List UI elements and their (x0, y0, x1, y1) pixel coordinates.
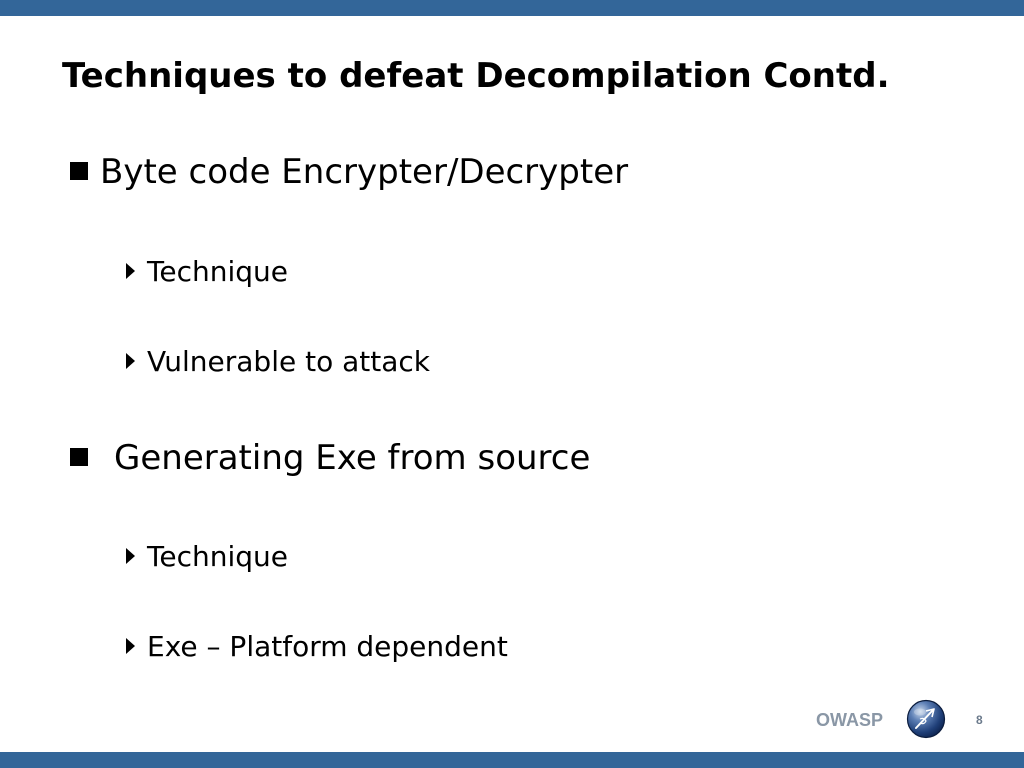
triangle-bullet-icon (126, 353, 135, 369)
page-number: 8 (976, 713, 983, 727)
sub-bullet-technique-2: Technique (126, 539, 288, 575)
sub-bullet-text: Technique (147, 255, 288, 288)
slide-title: Techniques to defeat Decompilation Contd… (62, 56, 890, 96)
sub-bullet-vulnerable: Vulnerable to attack (126, 344, 430, 380)
bullet-text: Generating Exe from source (114, 438, 591, 478)
sub-bullet-text: Exe – Platform dependent (147, 630, 508, 663)
footer-brand: OWASP (816, 710, 884, 730)
square-bullet-icon (70, 448, 88, 466)
triangle-bullet-icon (126, 263, 135, 279)
owasp-wasp-logo-icon (906, 699, 946, 739)
bullet-text: Byte code Encrypter/Decrypter (100, 152, 629, 192)
sub-bullet-exe-platform: Exe – Platform dependent (126, 629, 508, 665)
bullet-generating-exe: Generating Exe from source (70, 436, 590, 480)
sub-bullet-text: Technique (147, 540, 288, 573)
bullet-byte-code-encrypter: Byte code Encrypter/Decrypter (70, 150, 628, 194)
sub-bullet-technique-1: Technique (126, 254, 288, 290)
square-bullet-icon (70, 162, 88, 180)
triangle-bullet-icon (126, 638, 135, 654)
bottom-accent-bar (0, 752, 1024, 768)
top-accent-bar (0, 0, 1024, 16)
sub-bullet-text: Vulnerable to attack (147, 345, 430, 378)
triangle-bullet-icon (126, 548, 135, 564)
